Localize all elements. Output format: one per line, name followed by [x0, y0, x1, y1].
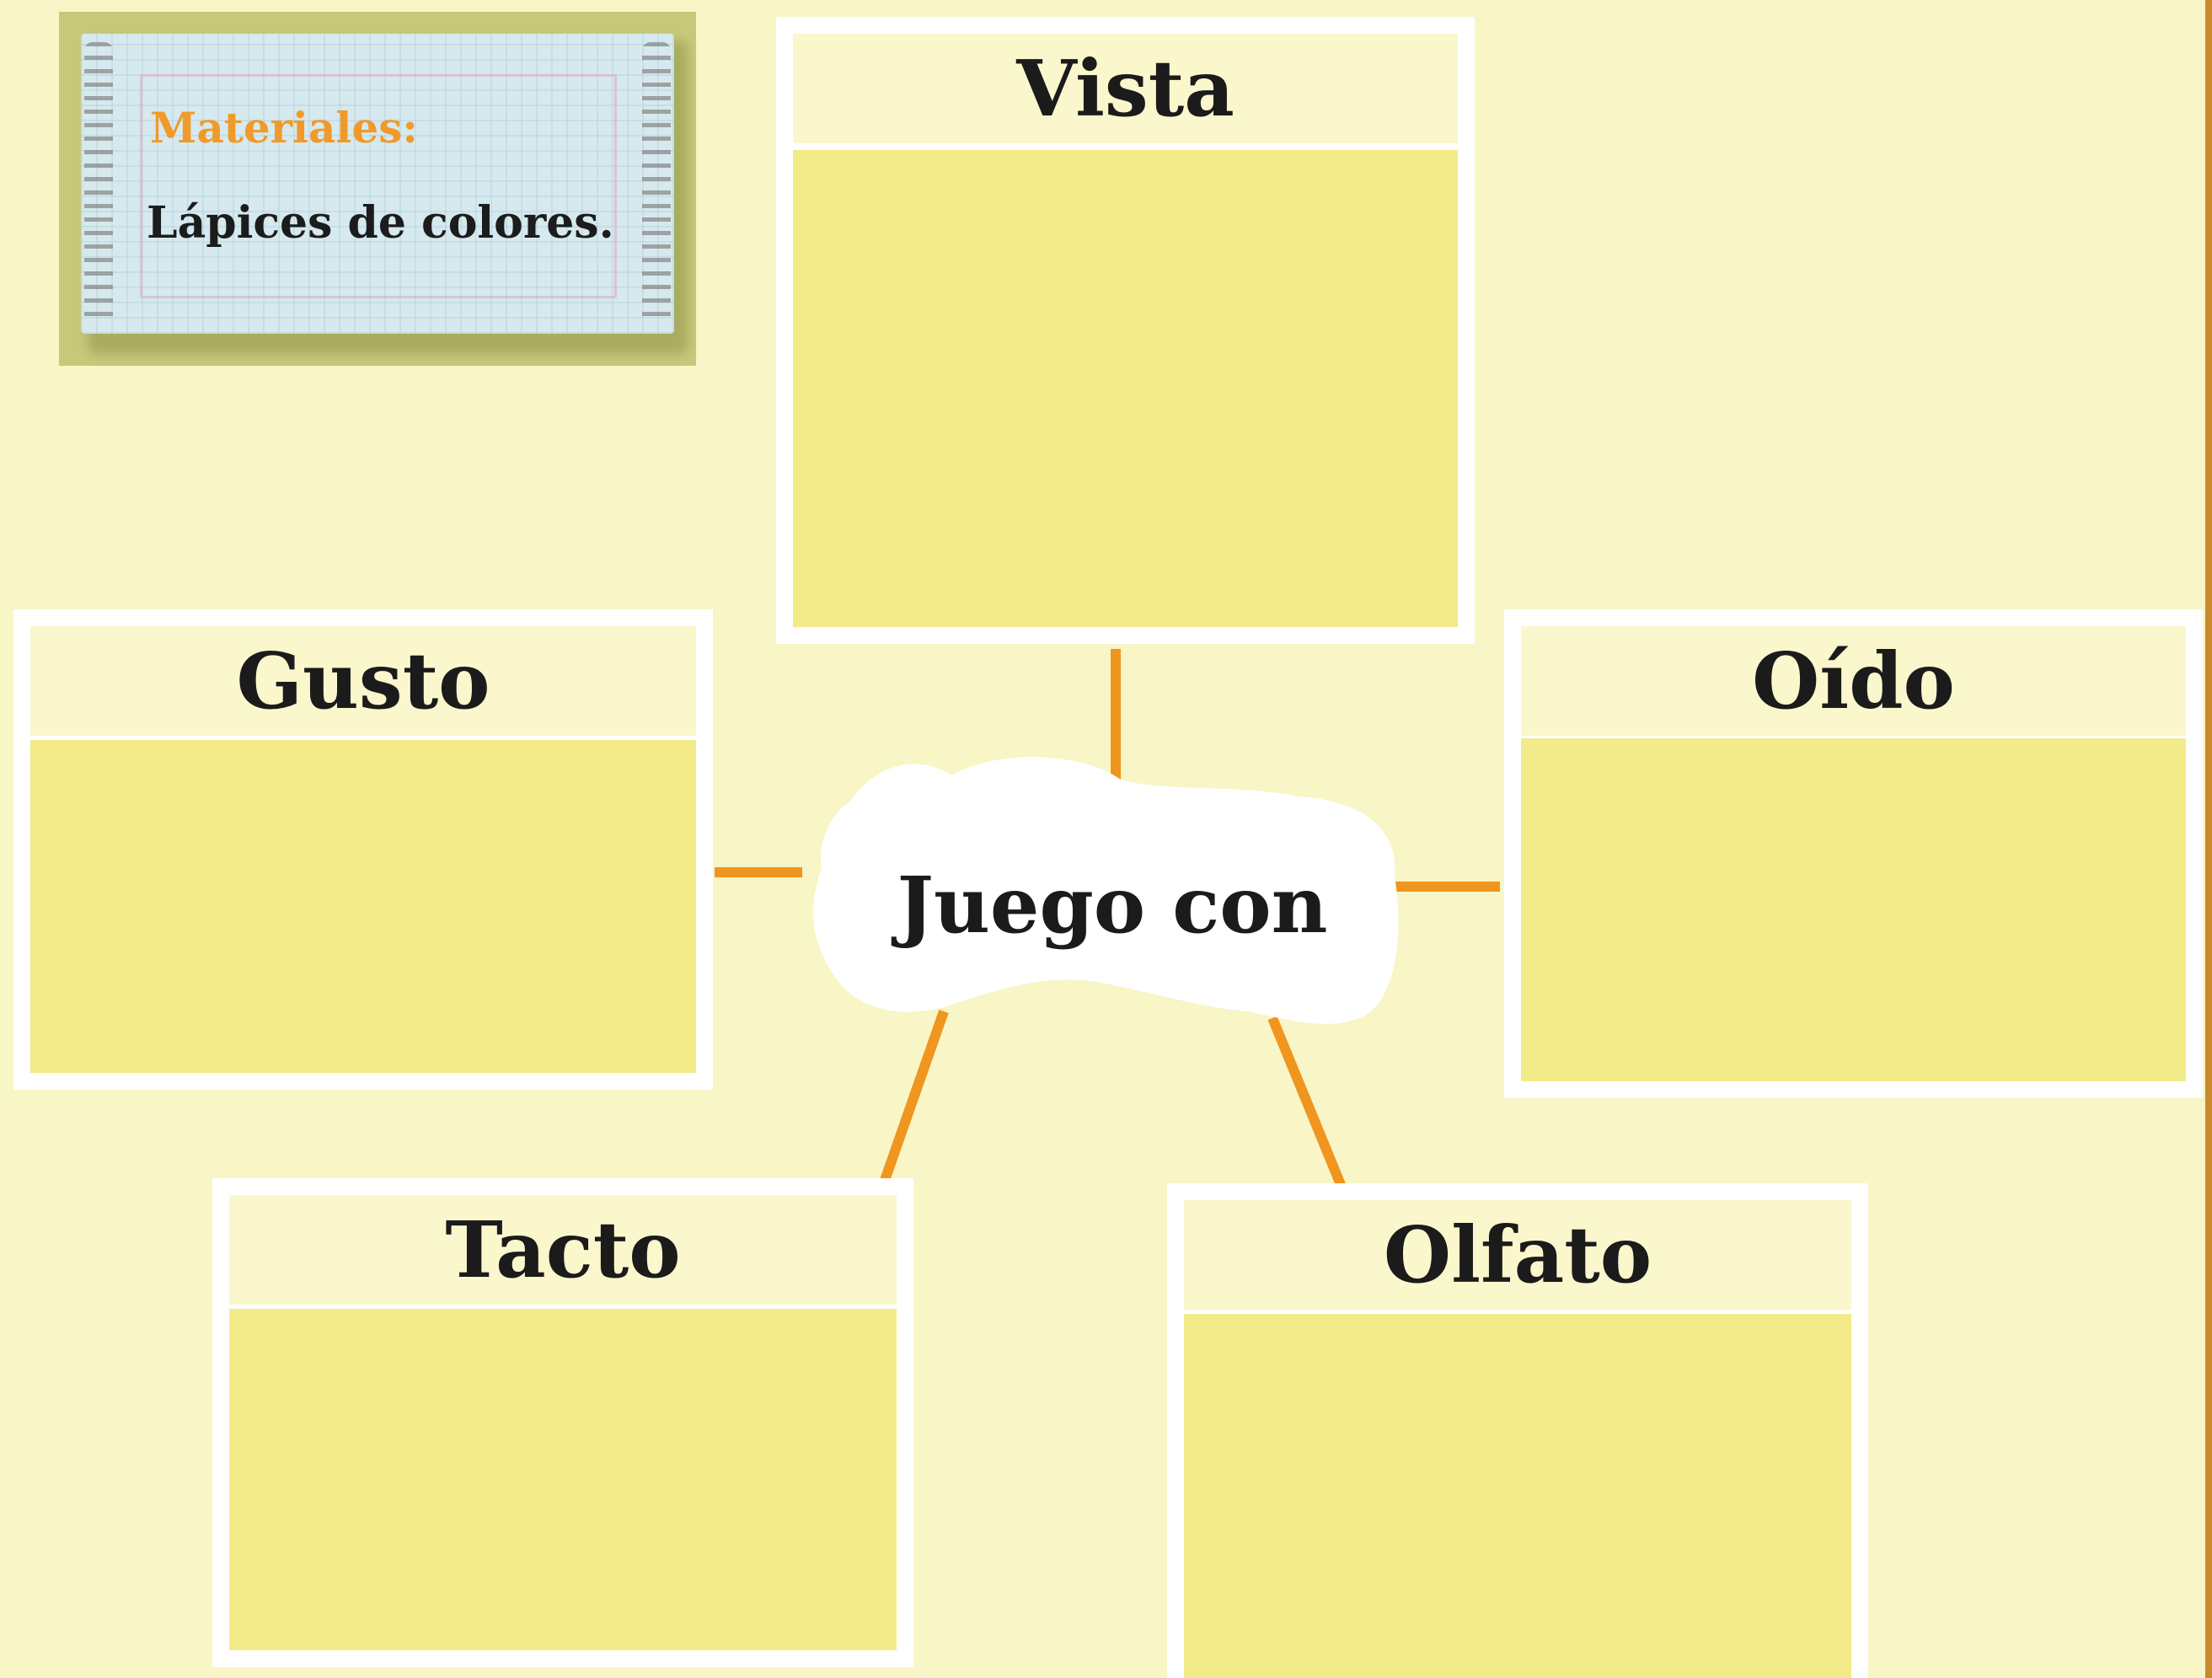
- center-cloud: [813, 757, 1399, 1024]
- notebook-icon: [81, 34, 674, 334]
- materials-item: Lápices de colores.: [147, 197, 614, 249]
- box-tacto-title: Tacto: [445, 1204, 681, 1295]
- page-edge-stripe: [2205, 0, 2212, 1678]
- box-vista-drawing-area[interactable]: [793, 150, 1458, 627]
- box-vista-header: Vista: [793, 34, 1458, 143]
- box-oido-drawing-area[interactable]: [1521, 738, 2186, 1081]
- box-vista: Vista: [776, 17, 1475, 644]
- box-oido: Oído: [1504, 609, 2203, 1098]
- materials-panel: Materiales: Lápices de colores.: [59, 12, 696, 366]
- box-oido-title: Oído: [1752, 635, 1955, 726]
- box-tacto-header: Tacto: [229, 1195, 897, 1305]
- box-tacto-drawing-area[interactable]: [229, 1309, 897, 1650]
- notebook-rings-left: [84, 42, 113, 325]
- box-oido-header: Oído: [1521, 626, 2186, 736]
- box-olfato: Olfato: [1167, 1183, 1868, 1678]
- box-tacto: Tacto: [212, 1178, 913, 1667]
- notebook-rings-right: [642, 42, 671, 325]
- box-gusto-title: Gusto: [236, 635, 490, 726]
- materials-title: Materiales:: [150, 103, 418, 153]
- box-gusto: Gusto: [13, 609, 713, 1090]
- box-olfato-title: Olfato: [1383, 1209, 1652, 1300]
- box-olfato-header: Olfato: [1184, 1200, 1851, 1310]
- center-label: Juego con: [897, 860, 1328, 951]
- box-vista-title: Vista: [1016, 43, 1235, 134]
- box-gusto-drawing-area[interactable]: [30, 740, 696, 1073]
- notebook-margin-line: [140, 74, 617, 298]
- box-gusto-header: Gusto: [30, 626, 696, 736]
- box-olfato-drawing-area[interactable]: [1184, 1314, 1851, 1678]
